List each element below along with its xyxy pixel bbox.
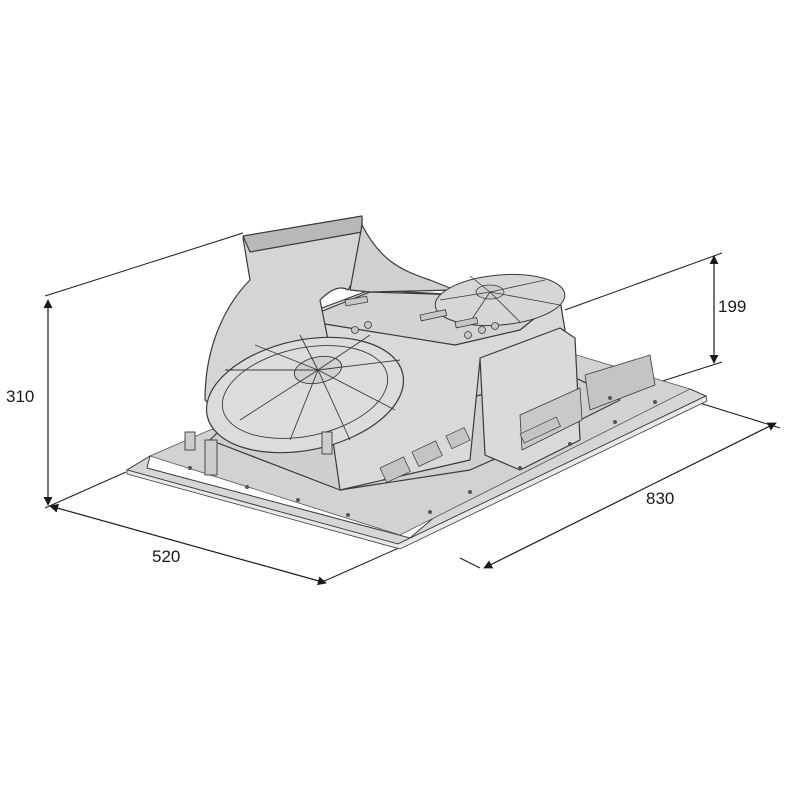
dimension-line-520 bbox=[49, 503, 327, 586]
dimension-label-310: 310 bbox=[6, 387, 35, 406]
fan-cover-left-rim bbox=[221, 345, 389, 439]
extension-line-bottom-left bbox=[44, 471, 127, 509]
fan-cover-left bbox=[205, 336, 405, 454]
extension-line-right-end bbox=[689, 399, 781, 429]
plate-holes bbox=[188, 396, 657, 517]
electronics-box bbox=[479, 327, 581, 471]
extension-line-top-left bbox=[44, 232, 244, 297]
fan-cover-right bbox=[434, 273, 566, 327]
extension-line-front-bottom bbox=[319, 542, 411, 584]
fan-ribs-right bbox=[439, 275, 561, 323]
dimension-lines bbox=[43, 255, 777, 586]
appliance-body bbox=[204, 215, 656, 491]
duct-rear bbox=[349, 224, 456, 293]
extension-line-right-plate bbox=[459, 557, 481, 569]
dimension-label-830: 830 bbox=[646, 489, 675, 508]
front-brackets bbox=[184, 431, 333, 476]
fan-ribs-left bbox=[225, 334, 401, 441]
dimension-line-830 bbox=[483, 422, 777, 569]
dimension-label-199: 199 bbox=[718, 297, 747, 316]
dimension-label-520: 520 bbox=[152, 547, 181, 566]
front-heat-sinks bbox=[379, 416, 561, 483]
base-plate-edge bbox=[126, 395, 708, 550]
right-heat-sink bbox=[584, 354, 656, 411]
top-deck-details bbox=[344, 295, 499, 339]
extension-line-199-top bbox=[564, 252, 723, 311]
